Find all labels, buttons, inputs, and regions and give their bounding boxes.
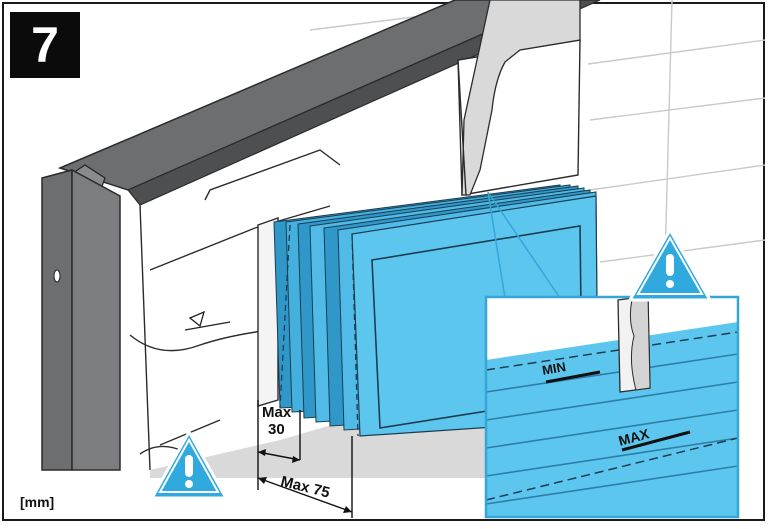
warning-triangle-icon bbox=[628, 228, 712, 302]
frame-top-rail bbox=[57, 0, 561, 191]
plaster-layer bbox=[461, 0, 581, 196]
mounting-plate bbox=[257, 217, 279, 407]
valve-arrow-icon bbox=[188, 310, 206, 328]
max-30-label-line1: Max bbox=[262, 404, 292, 421]
post-hole bbox=[53, 269, 61, 283]
detail-frame bbox=[484, 295, 740, 519]
frame-post-side bbox=[71, 168, 121, 471]
min-guide-line bbox=[279, 224, 291, 409]
max-label: MAX bbox=[617, 425, 652, 449]
min-label: MIN bbox=[541, 359, 567, 378]
frame-post bbox=[41, 169, 73, 471]
detail-callout-line bbox=[487, 191, 561, 299]
detail-inset bbox=[486, 297, 738, 517]
max-30-label-line2: 30 bbox=[268, 421, 285, 438]
step-number-badge: 7 bbox=[10, 12, 80, 78]
valve-line bbox=[184, 321, 231, 331]
unit-label: [mm] bbox=[20, 494, 55, 510]
warning-triangle-icon bbox=[150, 430, 228, 500]
max-guide-line bbox=[351, 233, 359, 437]
